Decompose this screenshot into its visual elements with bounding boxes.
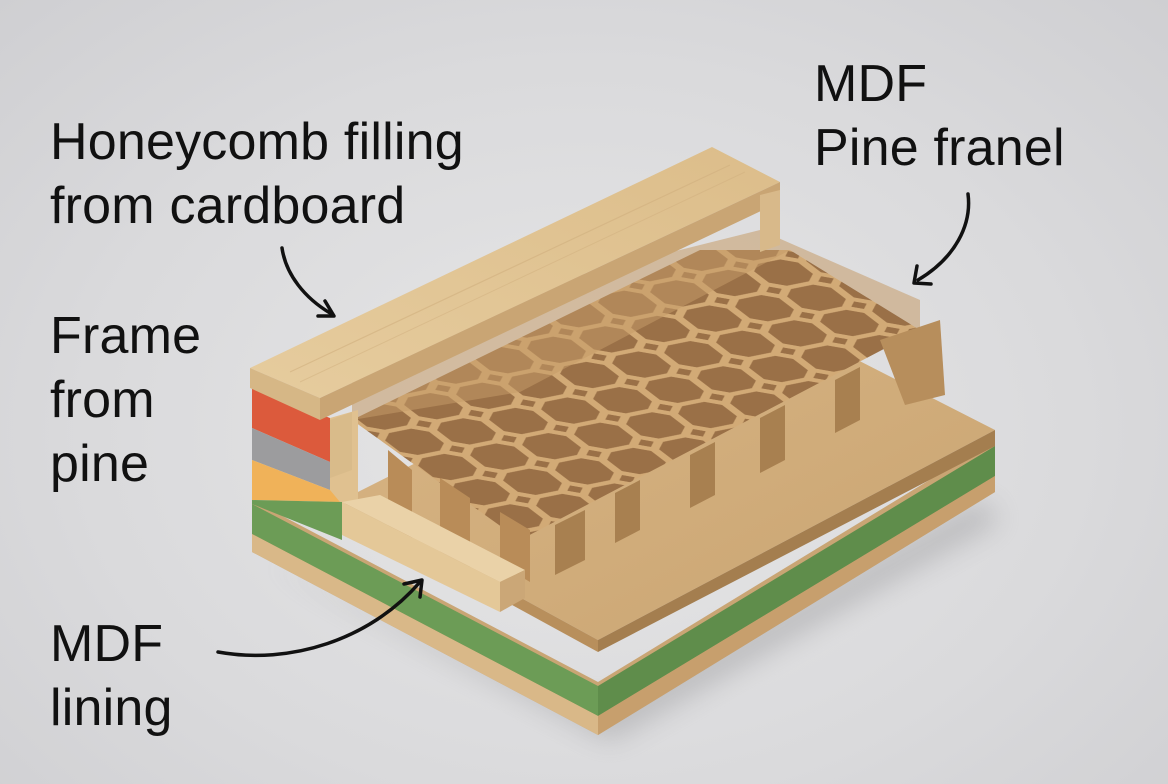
mdf-pine-label-line2: Pine franel	[814, 119, 1065, 177]
mdf-lining-label-line1: MDF	[50, 615, 164, 673]
mdf-lining-label-line2: lining	[50, 679, 173, 737]
arrow-mdf-lining	[216, 578, 424, 658]
frame-label-line3: pine	[50, 435, 150, 493]
mdf-pine-label-line1: MDF	[814, 55, 928, 113]
pine-frame-top-rail	[250, 147, 780, 478]
honeycomb-label-line1: Honeycomb filling	[50, 113, 464, 171]
mdf-pine-label: MDF Pine franel	[814, 52, 1065, 180]
mdf-lining-label: MDF lining	[50, 612, 173, 740]
bottom-slab	[252, 440, 995, 735]
frame-label-line1: Frame	[50, 307, 202, 365]
honeycomb-label-line2: from cardboard	[50, 177, 406, 235]
frame-label: Frame from pine	[50, 304, 201, 496]
frame-label-line2: from	[50, 371, 155, 429]
arrow-honeycomb	[280, 246, 336, 318]
honeycomb-label: Honeycomb filling from cardboard	[50, 110, 464, 238]
arrow-mdf-pine	[912, 192, 971, 286]
